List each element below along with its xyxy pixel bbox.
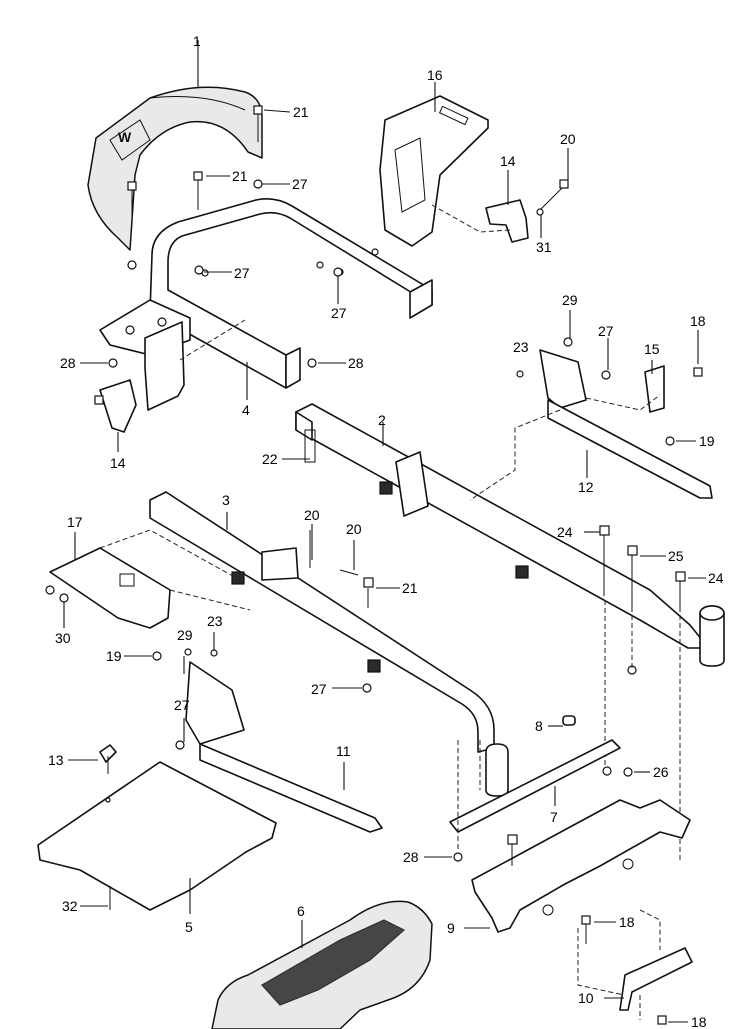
callout-17: 17	[67, 514, 83, 530]
callout-22: 22	[262, 451, 278, 467]
callout-18-mid: 18	[619, 914, 635, 930]
callout-30: 30	[55, 630, 71, 646]
callout-27-c: 27	[331, 305, 347, 321]
callout-28-left: 28	[60, 355, 76, 371]
callout-7: 7	[550, 809, 558, 825]
callout-24-right: 24	[708, 570, 724, 586]
callout-24-left: 24	[557, 524, 573, 540]
callout-31: 31	[536, 239, 552, 255]
callout-14-upper: 14	[500, 153, 516, 169]
callout-28-right: 28	[348, 355, 364, 371]
callout-29-left: 29	[177, 627, 193, 643]
main-beam-part	[295, 403, 725, 667]
callout-1: 1	[193, 33, 201, 49]
callout-25: 25	[668, 548, 684, 564]
callout-16: 16	[427, 67, 443, 83]
callout-4: 4	[242, 402, 250, 418]
callout-21-mid: 21	[232, 168, 248, 184]
right-arm-part	[516, 337, 713, 499]
bolt-group-mid	[309, 525, 686, 693]
callout-2: 2	[378, 412, 386, 428]
callout-18-bottom: 18	[691, 1014, 707, 1029]
front-crossbeam-part	[149, 491, 509, 797]
callout-20-right: 20	[346, 521, 362, 537]
support-plate-part	[45, 547, 171, 661]
flat-plate-part	[449, 715, 633, 862]
small-bracket-upper	[485, 179, 569, 243]
callout-5: 5	[185, 919, 193, 935]
floor-plate-part	[37, 744, 277, 911]
callout-12: 12	[578, 479, 594, 495]
callout-28-bottom: 28	[403, 849, 419, 865]
callout-29-right: 29	[562, 292, 578, 308]
callout-13: 13	[48, 752, 64, 768]
callout-8: 8	[535, 718, 543, 734]
callout-14-lower: 14	[110, 455, 126, 471]
bottom-bracket-part	[581, 915, 693, 1025]
callout-19-right: 19	[699, 433, 715, 449]
callout-32: 32	[62, 898, 78, 914]
callout-27-e: 27	[311, 681, 327, 697]
callout-26: 26	[653, 764, 669, 780]
callout-20-upper: 20	[560, 131, 576, 147]
svg-text:W: W	[118, 129, 132, 145]
callout-27-d: 27	[598, 323, 614, 339]
callout-27-a: 27	[292, 176, 308, 192]
callout-18-top: 18	[690, 313, 706, 329]
left-arm-part	[175, 648, 383, 833]
callout-9: 9	[447, 920, 455, 936]
callout-15: 15	[644, 341, 660, 357]
stepped-bracket-part	[471, 799, 691, 933]
callout-23-right: 23	[513, 339, 529, 355]
u-frame-part	[149, 198, 433, 389]
callout-21-top: 21	[293, 104, 309, 120]
callout-27-b: 27	[234, 265, 250, 281]
callout-21-low: 21	[402, 580, 418, 596]
callout-3: 3	[222, 492, 230, 508]
callout-11: 11	[336, 743, 351, 759]
handle-mount-plate	[94, 299, 191, 433]
hardware-group-upper	[108, 105, 343, 368]
callout-labels: 1 2 3 4 5 6 7 8 9 10 11 12 13 14 14 15 1…	[48, 33, 724, 1029]
callout-10: 10	[578, 990, 594, 1006]
callout-19-left: 19	[106, 648, 122, 664]
callout-6: 6	[297, 903, 305, 919]
mount-bracket-part	[379, 95, 489, 247]
callout-27-f: 27	[174, 697, 190, 713]
front-hood-part	[211, 900, 433, 1029]
callout-23-left: 23	[207, 613, 223, 629]
callout-20-mid: 20	[304, 507, 320, 523]
